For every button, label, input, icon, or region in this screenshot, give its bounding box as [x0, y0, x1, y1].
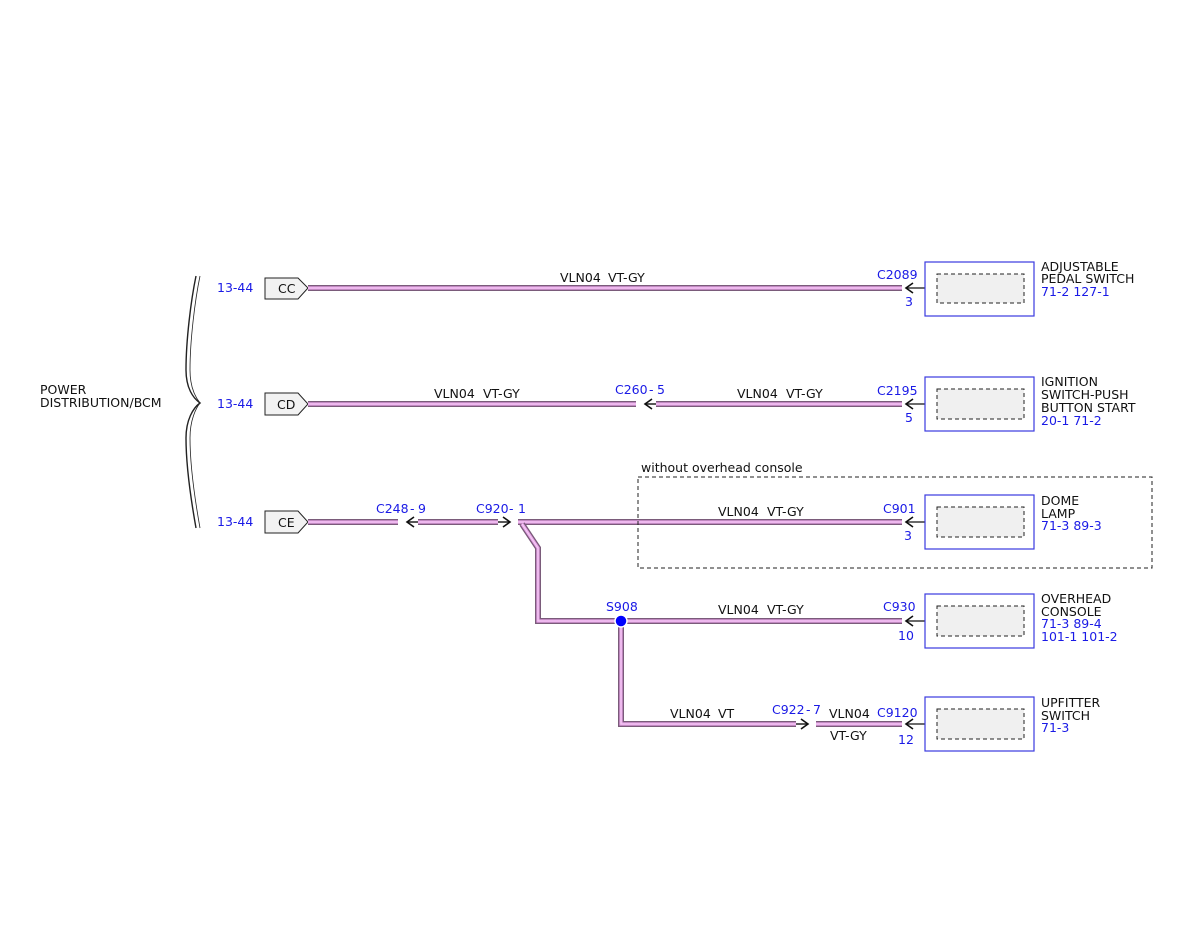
wire-oc-color: VT-GY: [767, 602, 804, 617]
pin-tag-cc: CC: [264, 277, 309, 300]
connector-c2195-pin: 5: [905, 410, 913, 425]
comp1-name-2: SWITCH-PUSH: [1041, 387, 1129, 402]
connector-c9120: C9120: [877, 705, 918, 720]
connector-c901: C901: [883, 501, 916, 516]
wire-cd-left-circuit: VLN04: [434, 386, 475, 401]
c922-pin: 7: [813, 702, 821, 717]
comp2-name-2: LAMP: [1041, 506, 1076, 521]
circuit-ref-cc: 13-44: [217, 280, 253, 295]
connector-c901-pin: 3: [904, 528, 912, 543]
connector-c2195: C2195: [877, 383, 918, 398]
wire-cc-color: VT-GY: [608, 270, 645, 285]
wire-ce-color: VT-GY: [767, 504, 804, 519]
comp0-name-2: PEDAL SWITCH: [1041, 271, 1134, 286]
c920-name: C920: [476, 501, 509, 516]
c920-pin: 1: [518, 501, 526, 516]
comp4-name-1: UPFITTER: [1041, 695, 1101, 710]
c260-pin: 5: [657, 382, 665, 397]
wire-cd-right-circuit: VLN04: [737, 386, 778, 401]
pin-tag-ce: CE: [264, 510, 309, 534]
comp1-refs: 20-1 71-2: [1041, 413, 1102, 428]
comp1-name-3: BUTTON START: [1041, 400, 1136, 415]
component-upfitter-switch: [924, 696, 1035, 752]
wire-overhead-console: [519, 522, 902, 624]
source-label-line2: DISTRIBUTION/BCM: [40, 395, 162, 410]
comp3-name-2: CONSOLE: [1041, 604, 1102, 619]
option-box: [637, 476, 1153, 569]
wires: [308, 285, 902, 727]
inline-connector-c920: C920 - 1: [476, 501, 526, 528]
source-label-line1: POWER: [40, 382, 87, 397]
option-box-label: without overhead console: [641, 460, 803, 475]
component-ignition-switch: [924, 376, 1035, 432]
component-overhead-console: [924, 593, 1035, 649]
circuit-ref-cd: 13-44: [217, 396, 253, 411]
pin-tag-cc-label: CC: [278, 281, 296, 296]
c260-name: C260: [615, 382, 648, 397]
comp3-refs2: 101-1 101-2: [1041, 629, 1118, 644]
splice-s908-label: S908: [606, 599, 638, 614]
c922-dash: -: [806, 702, 811, 717]
c920-dash: -: [509, 501, 514, 516]
comp0-name-1: ADJUSTABLE: [1041, 259, 1119, 274]
c248-pin: 9: [418, 501, 426, 516]
c248-name: C248: [376, 501, 409, 516]
c248-dash: -: [410, 501, 415, 516]
inline-connector-c260: C260 - 5: [615, 382, 665, 410]
pin-tag-ce-label: CE: [278, 515, 295, 530]
source-brace-inner: [189, 275, 201, 529]
connector-c930: C930: [883, 599, 916, 614]
wire-up-color: VT: [718, 706, 735, 721]
circuit-ref-ce: 13-44: [217, 514, 253, 529]
wire-ce-circuit: VLN04: [718, 504, 759, 519]
pin-tag-cd-label: CD: [277, 397, 295, 412]
splice-s908: S908: [606, 599, 638, 628]
comp4-name-2: SWITCH: [1041, 708, 1090, 723]
component-adjustable-pedal-switch: [924, 261, 1035, 317]
comp0-refs: 71-2 127-1: [1041, 284, 1110, 299]
c922-name: C922: [772, 702, 805, 717]
pin-tag-cd: CD: [264, 392, 309, 416]
component-dome-lamp: [924, 494, 1035, 550]
wire-up-circuit: VLN04: [670, 706, 711, 721]
wire-cd-left-color: VT-GY: [483, 386, 520, 401]
wire-up2-circuit: VLN04: [829, 706, 870, 721]
comp3-name-1: OVERHEAD: [1041, 591, 1111, 606]
comp2-name-1: DOME: [1041, 493, 1079, 508]
wire-up2-color: VT-GY: [830, 728, 867, 743]
inline-connector-c248: C248 - 9: [376, 501, 426, 528]
comp4-refs: 71-3: [1041, 720, 1069, 735]
comp3-refs: 71-3 89-4: [1041, 616, 1102, 631]
inline-connector-c922: C922 - 7: [772, 702, 821, 730]
c260-dash: -: [649, 382, 654, 397]
wire-cc-circuit: VLN04: [560, 270, 601, 285]
source-brace: [185, 275, 202, 529]
wire-oc-circuit: VLN04: [718, 602, 759, 617]
connector-c9120-pin: 12: [898, 732, 914, 747]
wire-cd-right-color: VT-GY: [786, 386, 823, 401]
connector-c930-pin: 10: [898, 628, 914, 643]
comp2-refs: 71-3 89-3: [1041, 518, 1102, 533]
comp1-name-1: IGNITION: [1041, 374, 1098, 389]
connector-c2089: C2089: [877, 267, 918, 282]
connector-c2089-pin: 3: [905, 294, 913, 309]
